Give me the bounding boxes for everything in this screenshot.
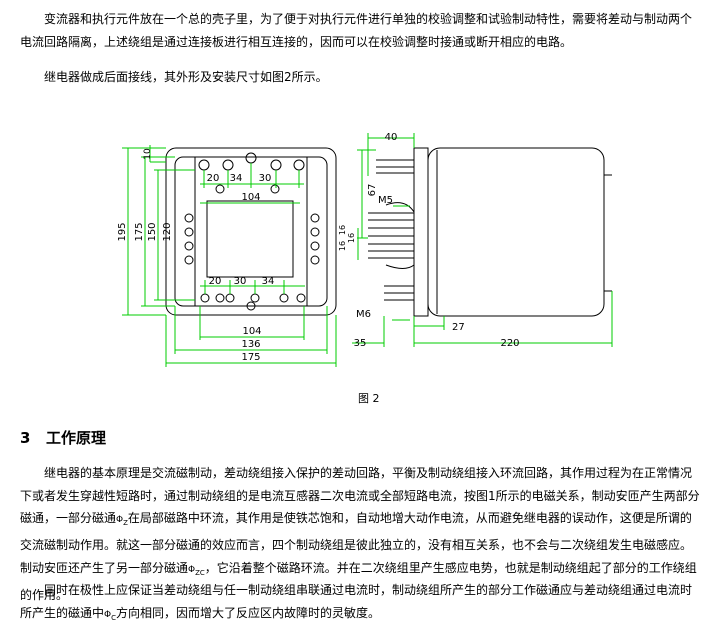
dimension-lines — [122, 133, 613, 367]
dim-label-10: 10 — [143, 148, 153, 160]
flux-symbol-phi-z: ΦZ — [116, 515, 128, 527]
paragraph-principle-text-c: ，它沿着整个磁路环流。并在二次绕组里产生感应电势，也就是制动绕组起了部分的工作绕… — [20, 560, 697, 603]
paragraph-polarity-text-b: 方向相同，因而增大了反应区内故障时的灵敏度。 — [116, 605, 381, 620]
dim-label-top-34: 34 — [230, 173, 243, 184]
dim-label-bottom-20: 20 — [209, 276, 222, 287]
dim-label-175-h: 175 — [241, 352, 260, 363]
dim-label-67: 67 — [367, 184, 378, 197]
rear-terminal-studs — [368, 159, 414, 301]
flux-phi-z-glyph: Φ — [116, 515, 124, 525]
dim-label-27: 27 — [452, 322, 465, 333]
dim-label-40: 40 — [385, 132, 398, 143]
dim-label-220: 220 — [500, 338, 519, 349]
dim-label-104-bottom: 104 — [242, 326, 261, 337]
flux-phi-c-glyph: Φ — [104, 609, 112, 620]
dim-label-bottom-34: 34 — [262, 276, 275, 287]
terminal-group-bottom — [200, 293, 306, 311]
dim-label-16-c: 16 — [347, 233, 356, 243]
flux-phi-c-subscript: C — [111, 613, 116, 622]
dim-label-120: 120 — [162, 222, 173, 241]
paragraph-polarity-text-a: 同时在极性上应保证当差动绕组与任一制动绕组串联通过电流时，制动绕组所产生的部分工… — [20, 583, 693, 620]
paragraph-principle-text-b: 在局部磁路中环流，其作用是使铁芯饱和，自动地增大动作电流，从而避免继电器的误动作… — [20, 511, 693, 575]
figure-caption: 图 2 — [358, 392, 380, 405]
paragraph-principle: 继电器的基本原理是交流磁制动，差动绕组接入保护的差动回路，平衡及制动绕组接入环流… — [20, 462, 700, 607]
front-panel-outer — [165, 147, 337, 316]
paragraph-wiring: 继电器做成后面接线，其外形及安装尺寸如图2所示。 — [20, 66, 700, 89]
flux-phi-zc-subscript: ZC — [195, 568, 205, 577]
dim-label-195: 195 — [117, 222, 128, 241]
dim-label-16-b: 16 — [338, 241, 347, 251]
flux-phi-zc-glyph: Φ — [188, 564, 196, 575]
front-panel-inner — [174, 156, 328, 307]
section-heading: 3 工作原理 — [20, 427, 106, 448]
paragraph-wiring-text: 继电器做成后面接线，其外形及安装尺寸如图2所示。 — [44, 70, 328, 84]
dim-label-175-v: 175 — [134, 222, 145, 241]
dim-label-bottom-30: 30 — [234, 276, 247, 287]
thread-label-m5: M5 — [378, 195, 393, 206]
paragraph-polarity: 同时在极性上应保证当差动绕组与任一制动绕组串联通过电流时，制动绕组所产生的部分工… — [20, 579, 700, 629]
dim-label-104-top: 104 — [241, 192, 260, 203]
paragraph-intro: 变流器和执行元件放在一个总的壳子里，为了便于对执行元件进行单独的校验调整和试验制… — [20, 8, 700, 53]
terminal-block-bracket — [385, 202, 415, 269]
dim-label-top-20: 20 — [207, 173, 220, 184]
dim-label-16-a: 16 — [338, 225, 347, 235]
side-cover — [427, 147, 605, 317]
dim-label-35: 35 — [354, 338, 367, 349]
front-window — [206, 200, 294, 278]
side-mount-plate — [413, 147, 429, 317]
flux-symbol-phi-zc: ΦZC — [188, 564, 205, 577]
flux-symbol-phi-c: ΦC — [104, 609, 116, 622]
flux-phi-z-subscript: Z — [123, 518, 128, 527]
dim-label-top-30: 30 — [259, 173, 272, 184]
paragraph-principle-text-a: 继电器的基本原理是交流磁制动，差动绕组接入保护的差动回路，平衡及制动绕组接入环流… — [20, 466, 700, 525]
paragraph-intro-text: 变流器和执行元件放在一个总的壳子里，为了便于对执行元件进行单独的校验调整和试验制… — [20, 12, 693, 49]
thread-label-m6: M6 — [356, 309, 371, 320]
section-number: 3 — [20, 429, 31, 447]
dim-label-150: 150 — [147, 222, 158, 241]
terminal-group-right — [310, 213, 320, 265]
terminal-group-left — [184, 213, 194, 265]
dim-label-136: 136 — [241, 339, 260, 350]
section-title: 工作原理 — [46, 429, 107, 447]
